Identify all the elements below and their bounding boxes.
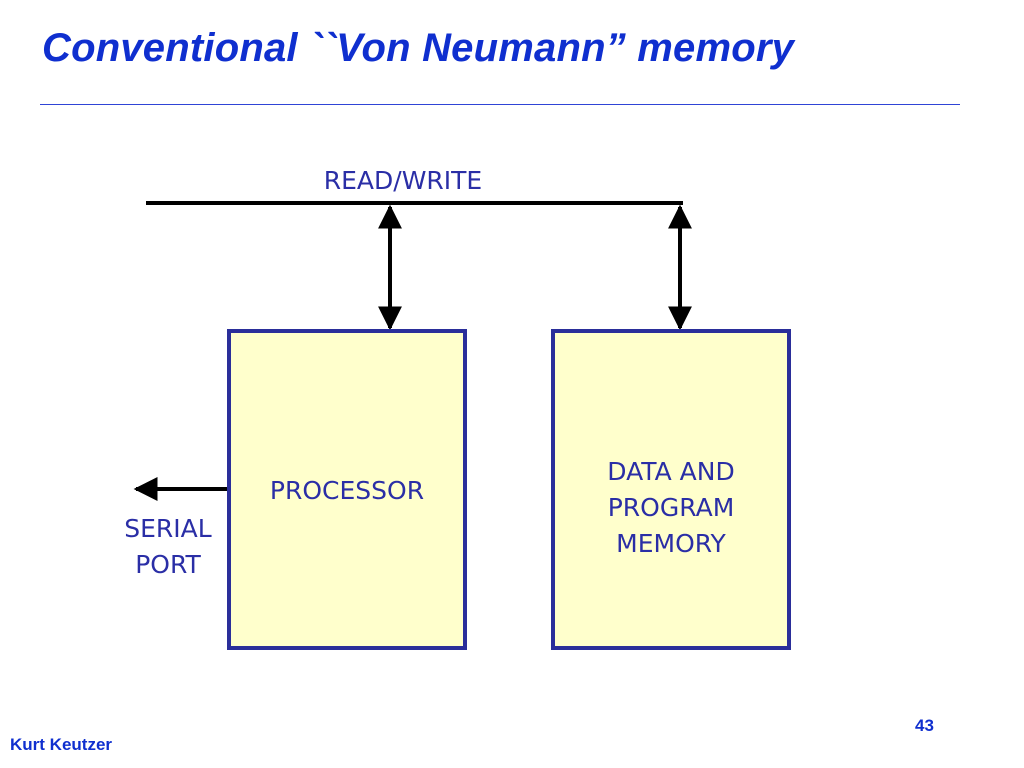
bus-label: READ/WRITE [324,166,482,195]
processor-box [227,329,467,650]
page-number: 43 [915,716,934,735]
memory-label-line: PROGRAM [608,493,735,522]
footer-author: Kurt Keutzer [10,735,113,754]
serial-port-label-line: PORT [135,550,201,579]
title-divider [40,104,960,105]
memory-label-line: MEMORY [616,529,726,558]
serial-port-label-line: SERIAL [124,514,212,543]
processor-label: PROCESSOR [270,476,424,505]
memory-label-line: DATA AND [607,457,734,486]
memory-box [551,329,791,650]
slide-title: Conventional ``Von Neumann” memory [42,26,795,70]
